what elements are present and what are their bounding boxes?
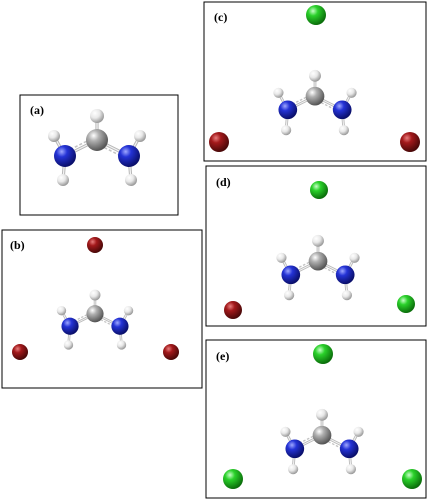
atom-h	[346, 87, 357, 98]
counterion-br	[400, 132, 420, 152]
molecule	[48, 109, 146, 186]
atom-h	[281, 125, 292, 136]
counterion-cl	[402, 469, 422, 489]
atom-h	[353, 426, 364, 437]
atom-n	[335, 265, 355, 285]
counterion-br	[12, 344, 28, 360]
atom-h	[48, 130, 60, 142]
panel-label: (b)	[10, 238, 25, 252]
molecule	[280, 408, 364, 475]
counterion-cl	[223, 469, 243, 489]
atom-c	[86, 129, 108, 151]
panel-c: (c)	[203, 1, 427, 162]
atom-h	[134, 130, 146, 142]
atom-n	[339, 439, 359, 459]
atom-h	[341, 290, 352, 301]
panel-label: (e)	[216, 349, 229, 363]
atom-h	[345, 464, 356, 475]
atom-n	[118, 145, 140, 167]
atom-n	[281, 265, 301, 285]
atom-n	[278, 100, 298, 120]
atom-h	[57, 174, 69, 186]
counterion-cl	[306, 5, 326, 25]
counterion-cl	[310, 181, 328, 199]
counterion-cl	[313, 344, 333, 364]
atom-n	[285, 439, 305, 459]
atom-h	[338, 125, 349, 136]
atom-h	[280, 426, 291, 437]
panel-label: (a)	[30, 103, 44, 117]
atom-h	[123, 305, 134, 316]
panel-frame	[203, 1, 427, 162]
atom-h	[56, 305, 67, 316]
molecule	[276, 234, 360, 301]
atom-h	[63, 340, 74, 350]
atom-h	[309, 69, 321, 82]
atom-h	[116, 340, 127, 350]
molecule	[56, 289, 134, 350]
atom-n	[54, 145, 76, 167]
atom-h	[90, 109, 104, 123]
counterion-br	[224, 301, 242, 319]
atom-n	[332, 100, 352, 120]
atom-n	[111, 317, 129, 335]
atom-c	[308, 251, 328, 271]
atom-c	[305, 86, 325, 106]
molecule	[273, 69, 357, 136]
atom-h	[284, 290, 295, 301]
counterion-cl	[397, 295, 415, 313]
counterion-br	[163, 344, 179, 360]
atom-h	[288, 464, 299, 475]
atom-h	[125, 174, 137, 186]
counterion-br	[209, 132, 229, 152]
atom-n	[61, 317, 79, 335]
atom-h	[312, 234, 324, 247]
panel-b: (b)	[1, 229, 203, 389]
atom-h	[276, 252, 287, 263]
panel-d: (d)	[205, 165, 427, 327]
atom-h	[89, 289, 101, 301]
atom-h	[273, 87, 284, 98]
atom-h	[316, 408, 328, 421]
atom-c	[312, 425, 332, 445]
panel-e: (e)	[205, 339, 427, 499]
atom-c	[86, 305, 104, 323]
counterion-br	[87, 237, 103, 253]
atom-h	[349, 252, 360, 263]
panel-label: (c)	[214, 10, 227, 24]
panel-frame	[205, 339, 427, 499]
panel-label: (d)	[216, 175, 231, 189]
panel-a: (a)	[19, 94, 179, 216]
